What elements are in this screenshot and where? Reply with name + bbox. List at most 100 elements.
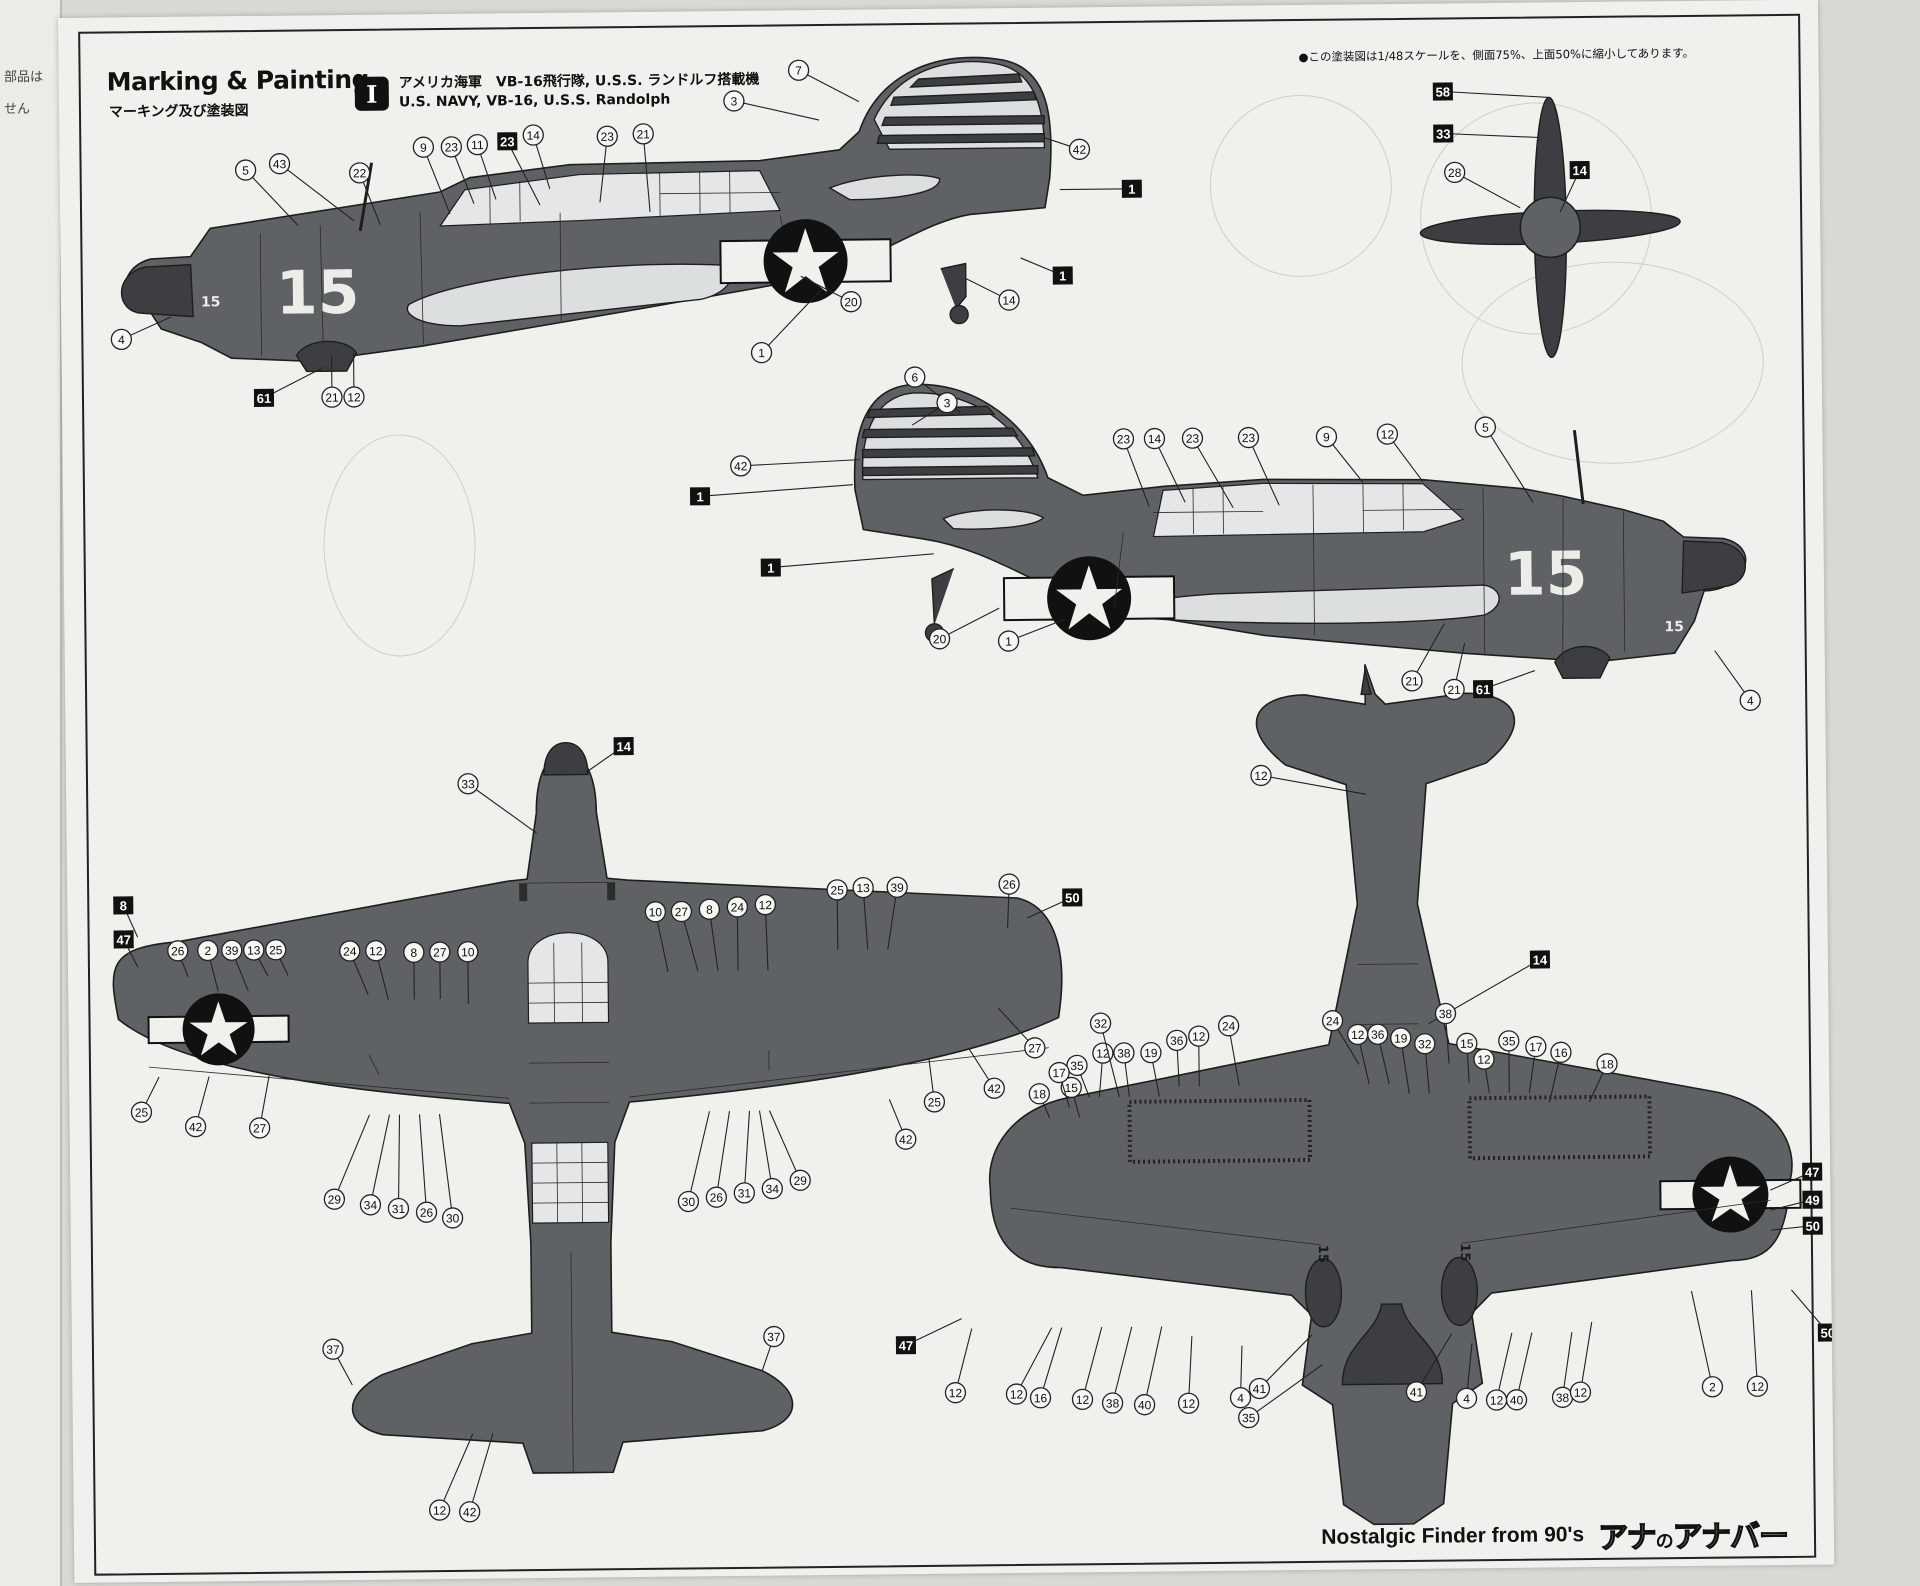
tailwheel-left: [949, 304, 969, 325]
callout-number: 38: [1106, 1396, 1120, 1410]
callout-number: 35: [1502, 1034, 1516, 1048]
fin-stripe: [881, 114, 1045, 127]
callout-leader: [715, 1110, 731, 1198]
callout-leader: [469, 1433, 494, 1512]
callout-number: 11: [471, 138, 484, 152]
callout-number: 35: [1070, 1059, 1084, 1073]
callout-number: 21: [1405, 674, 1419, 688]
callout-number: 25: [135, 1106, 149, 1120]
callout-number: 37: [326, 1343, 340, 1357]
previous-page-text: 部品は: [4, 70, 44, 85]
paint-callout: 4: [1229, 1387, 1252, 1409]
fin-stripe: [889, 91, 1037, 107]
callout-leader: [1750, 1290, 1758, 1387]
paint-callout: 39: [221, 939, 243, 961]
previous-page-edge: 部品は せん: [0, 0, 62, 1586]
callout-number: 15: [1460, 1037, 1474, 1051]
paint-callout: 23: [1181, 427, 1204, 449]
callout-number: 47: [116, 932, 131, 947]
panel-lines-right: [1113, 484, 1626, 663]
canopy-frames: [1153, 483, 1464, 535]
callout-number: 40: [1138, 1398, 1152, 1412]
callout-number: 12: [1351, 1028, 1365, 1042]
paint-callout: 4: [1455, 1387, 1478, 1409]
callout-number: 12: [433, 1504, 447, 1518]
paint-callout: 36: [1367, 1023, 1389, 1045]
callout-leader: [422, 146, 451, 215]
callout-leader: [642, 133, 651, 212]
callout-number: 21: [636, 127, 650, 141]
callout-leader: [1081, 1327, 1103, 1400]
callout-number: 14: [1148, 432, 1162, 446]
paint-callout: 29: [323, 1188, 346, 1210]
paint-callout: 42: [895, 1128, 917, 1150]
paint-callout: 42: [730, 455, 752, 477]
callout-leader: [954, 1328, 973, 1393]
paint-callout: 34: [359, 1194, 382, 1216]
paint-callout: 13: [243, 939, 265, 961]
main-wheel-left: [1304, 1258, 1343, 1328]
callout-number: 42: [988, 1082, 1002, 1096]
callout-number: 34: [364, 1198, 378, 1212]
paint-callout: 14: [1143, 427, 1166, 450]
callout-number: 8: [706, 903, 713, 917]
callout-number: 3: [730, 94, 737, 108]
paint-callout: 21: [1443, 678, 1465, 701]
tailwheel-strut-right: [931, 568, 955, 625]
callout-number: 7: [795, 64, 802, 78]
callout-number: 9: [420, 141, 427, 155]
callout-number: 61: [1476, 682, 1491, 697]
fin-stripe: [909, 73, 1023, 88]
callout-number: 26: [710, 1191, 724, 1205]
paint-callout: 17: [1048, 1061, 1070, 1084]
instruction-sheet: Marking & Painting マーキング及び塗装図 I アメリカ海軍 V…: [58, 0, 1835, 1583]
callout-number: 30: [446, 1211, 460, 1225]
callout-number: 42: [734, 459, 748, 473]
callout-number: 14: [616, 739, 631, 754]
callout-number: 24: [731, 900, 745, 914]
paint-callout-boxed: 50: [1062, 888, 1083, 907]
callout-leader: [761, 289, 822, 354]
callout-number: 29: [328, 1193, 342, 1207]
callout-leader: [1690, 1290, 1713, 1387]
callout-number: 16: [1554, 1046, 1568, 1060]
callout-number: 12: [1381, 428, 1395, 442]
logo-part: の: [1655, 1531, 1673, 1553]
antenna-mast-right: [1572, 429, 1585, 505]
callout-number: 31: [738, 1186, 752, 1200]
callout-number: 39: [890, 881, 904, 895]
fin-stripe: [861, 427, 1019, 439]
paint-callout: 1: [750, 342, 773, 364]
paint-callout-boxed: 58: [1432, 82, 1453, 101]
paint-callout: 37: [763, 1325, 785, 1348]
paint-callout: 4: [1739, 689, 1761, 711]
paint-callout: 12: [428, 1499, 451, 1521]
fin-stripe: [862, 465, 1039, 477]
paint-callout-boxed: 49: [1802, 1190, 1823, 1209]
callout-leader: [768, 1110, 801, 1181]
national-insignia-top: [147, 993, 290, 1066]
callout-number: 15: [1065, 1081, 1079, 1095]
callout-number: 35: [1242, 1411, 1256, 1425]
paint-callout: 25: [923, 1091, 946, 1113]
paint-callout: 19: [1140, 1041, 1162, 1064]
paint-callout: 10: [457, 941, 479, 963]
callout-leader: [740, 459, 860, 467]
callout-number: 38: [1556, 1391, 1570, 1405]
callout-number: 5: [242, 164, 249, 178]
bottom-plan: [988, 664, 1793, 1526]
paint-callout: 35: [1066, 1054, 1088, 1077]
paint-callout-boxed: 47: [1802, 1162, 1823, 1181]
paint-callout: 3: [723, 90, 745, 112]
callout-number: 18: [1033, 1087, 1047, 1101]
callout-number: 16: [1034, 1391, 1048, 1405]
callout-leader: [1260, 774, 1367, 795]
callout-leader: [279, 163, 355, 222]
paint-callout: 5: [234, 159, 257, 181]
callout-leader: [1112, 1326, 1133, 1404]
callout-leader: [1247, 437, 1280, 506]
paint-callout: 31: [733, 1182, 755, 1204]
callout-number: 24: [1222, 1019, 1236, 1033]
callout-leader: [1122, 438, 1150, 507]
callout-number: 23: [500, 134, 515, 149]
